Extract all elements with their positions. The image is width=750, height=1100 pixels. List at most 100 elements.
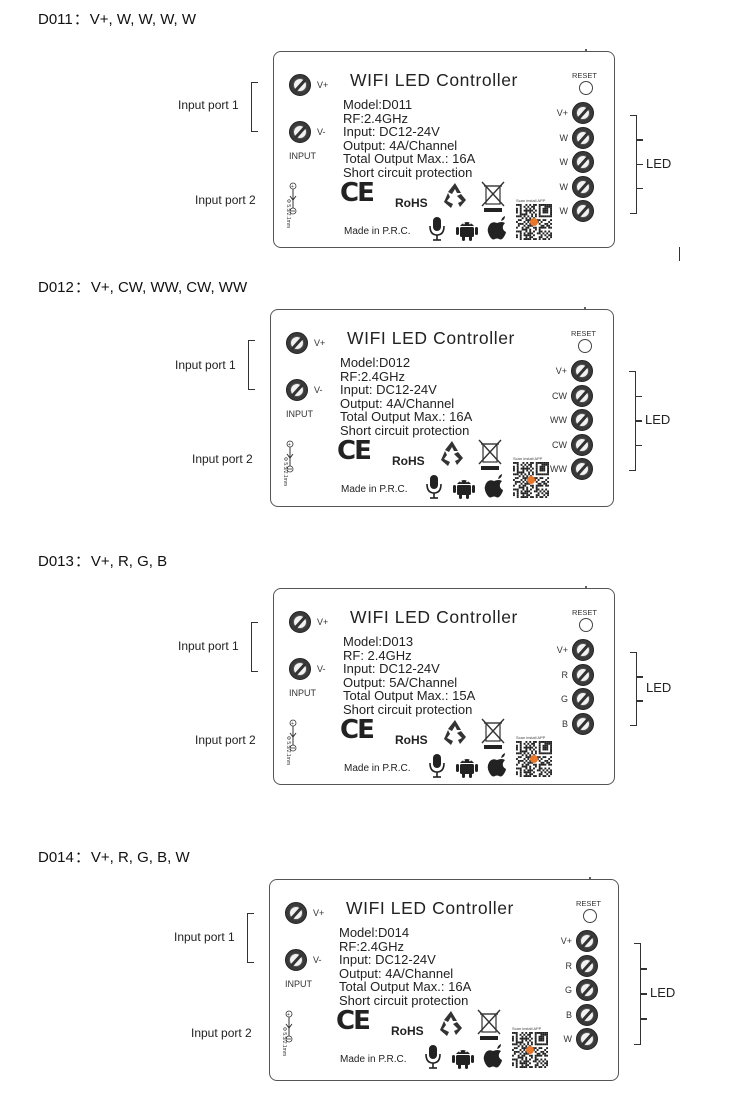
input-terminal-screw-icon	[289, 611, 311, 633]
output-terminal-label: G	[564, 985, 572, 995]
svg-text:+: +	[291, 721, 294, 727]
controller-title: WIFI LED Controller	[347, 328, 515, 348]
apple-icon	[487, 216, 506, 240]
output-terminal-screw-icon	[576, 930, 598, 952]
spec-line: Output: 4A/Channel	[339, 965, 454, 981]
reset-button-icon[interactable]	[578, 339, 592, 353]
led-output-label: LED	[645, 412, 671, 427]
led-output-label: LED	[650, 985, 676, 1000]
dc-jack-icon: +	[289, 719, 297, 752]
input-terminal-label: V+	[314, 338, 326, 348]
spec-line: RF:2.4GHz	[343, 110, 409, 126]
reset-label: RESET	[571, 329, 597, 338]
output-terminal-label: R	[565, 960, 573, 971]
section-heading: D013：V+, R, G, B	[38, 550, 167, 571]
spec-line: Model:D012	[340, 355, 411, 370]
qr-code-icon	[512, 1032, 548, 1068]
channel-list: V+, W, W, W, W	[89, 11, 197, 28]
input-caption: INPUT	[286, 409, 313, 419]
rohs-mark: RoHS	[395, 733, 428, 747]
input-terminal-label: V+	[313, 908, 325, 918]
microphone-icon	[429, 217, 445, 241]
output-terminal-label: CW	[552, 390, 567, 401]
dc-jack-spec: Φ 5.5/2.1mm	[285, 736, 291, 765]
output-terminal-label: B	[565, 1009, 572, 1020]
reset-indicator-dot	[589, 877, 591, 879]
reset-button-icon[interactable]	[579, 81, 593, 95]
output-terminal-label: CW	[552, 439, 567, 450]
spec-line: Output: 5A/Channel	[343, 674, 458, 690]
input-port-2-label: Input port 2	[191, 1026, 252, 1040]
text-cursor	[679, 247, 680, 261]
output-terminal-label: G	[560, 694, 568, 704]
apple-icon	[487, 753, 506, 777]
reset-button-icon[interactable]	[579, 618, 593, 632]
dc-jack-icon: +	[285, 1010, 293, 1043]
recycle-icon	[444, 720, 466, 745]
rohs-mark: RoHS	[395, 196, 428, 210]
input-port-1-bracket	[247, 913, 254, 963]
model-code: D012	[38, 279, 74, 296]
apple-icon	[484, 474, 503, 498]
heading-colon: ：	[74, 279, 90, 296]
input-terminal-label: V-	[314, 385, 323, 395]
channel-list: V+, CW, WW, CW, WW	[90, 279, 248, 296]
reset-indicator-dot	[584, 307, 586, 309]
spec-line: Input: DC12-24V	[339, 952, 436, 967]
input-terminal-label: V-	[317, 664, 326, 674]
spec-line: Input: DC12-24V	[343, 124, 440, 139]
led-bracket-tick	[636, 395, 642, 397]
qr-scan-caption: Scan install APP	[512, 1026, 542, 1031]
output-terminal-screw-icon	[572, 639, 594, 661]
input-terminal-screw-icon	[286, 379, 308, 401]
dc-jack-icon: +	[286, 440, 294, 473]
output-terminal-label: W	[563, 1034, 573, 1044]
input-terminal-label: V+	[317, 80, 329, 90]
output-terminal-screw-icon	[571, 384, 593, 407]
spec-line: Total Output Max.: 16A	[340, 409, 473, 424]
output-terminal-screw-icon	[572, 712, 594, 735]
spec-line: Short circuit protection	[343, 701, 473, 717]
ce-mark-icon: CE	[337, 436, 372, 466]
spec-line: RF:2.4GHz	[339, 938, 405, 954]
output-terminal-screw-icon	[576, 1028, 598, 1050]
input-caption: INPUT	[289, 688, 316, 698]
led-bracket-tick	[641, 968, 647, 970]
microphone-icon	[429, 754, 445, 778]
output-terminal-label: B	[561, 718, 568, 729]
led-bracket-tick	[641, 993, 647, 995]
input-port-1-label: Input port 1	[175, 358, 236, 372]
output-terminal-screw-icon	[576, 954, 598, 977]
reset-button-icon[interactable]	[583, 909, 597, 923]
model-code: D014	[38, 849, 74, 866]
microphone-icon	[425, 1045, 441, 1069]
recycle-icon	[444, 183, 466, 208]
recycle-icon	[440, 1011, 462, 1036]
input-port-2-label: Input port 2	[195, 193, 256, 207]
android-icon	[456, 222, 478, 241]
input-terminal-screw-icon	[289, 121, 311, 143]
output-terminal-screw-icon	[576, 1003, 598, 1026]
dc-jack-spec: Φ 5.5/2.1mm	[281, 1027, 287, 1056]
input-caption: INPUT	[285, 979, 312, 989]
weee-bin-icon	[481, 718, 505, 749]
channel-list: V+, R, G, B, W	[90, 849, 190, 866]
output-terminal-label: W	[559, 132, 569, 143]
led-bracket	[630, 115, 637, 214]
section-heading: D014：V+, R, G, B, W	[38, 846, 190, 867]
output-terminal-label: V+	[555, 366, 567, 376]
apple-icon	[483, 1044, 502, 1068]
output-terminal-screw-icon	[572, 688, 594, 710]
android-icon	[453, 480, 475, 499]
svg-text:+: +	[287, 1012, 290, 1018]
input-terminal-screw-icon	[285, 902, 307, 924]
rohs-mark: RoHS	[392, 454, 425, 468]
output-terminal-label: WW	[550, 415, 567, 425]
input-port-1-bracket	[251, 622, 258, 672]
spec-line: Total Output Max.: 15A	[343, 688, 476, 703]
led-bracket	[629, 371, 636, 471]
spec-line: RF: 2.4GHz	[343, 647, 412, 663]
made-in-label: Made in P.R.C.	[341, 484, 408, 495]
